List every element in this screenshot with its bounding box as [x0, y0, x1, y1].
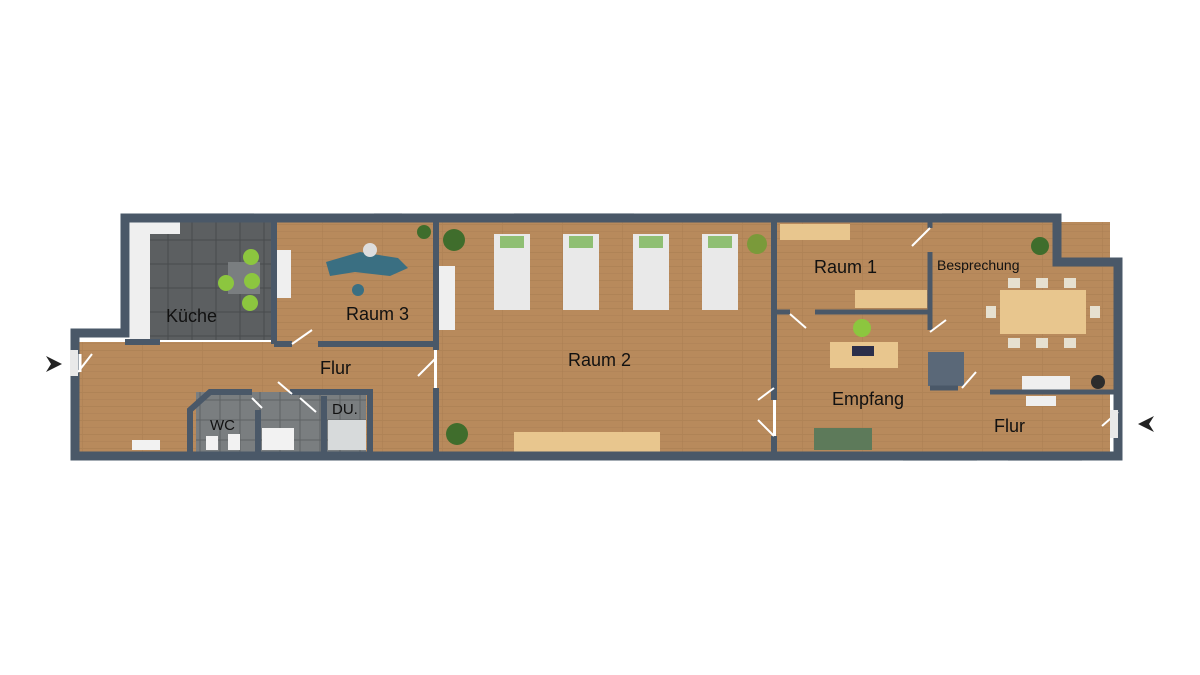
chair-icon — [1008, 278, 1020, 288]
stool-icon — [352, 284, 364, 296]
raum1-shelf-bottom — [855, 290, 927, 308]
door — [757, 387, 775, 401]
plant-icon — [446, 423, 468, 445]
door — [299, 397, 317, 413]
raum2-shelf — [439, 266, 455, 330]
chair-icon — [1036, 278, 1048, 288]
chair-icon — [1008, 338, 1020, 348]
chair-icon — [242, 295, 258, 311]
room-labels: Küche Raum 3 Raum 2 Raum 1 Besprechung F… — [166, 257, 1025, 436]
flur-bench — [1026, 396, 1056, 406]
toilet-icon — [228, 434, 240, 450]
chair-icon — [853, 319, 871, 337]
door — [929, 319, 947, 333]
kitchen-counter-left — [130, 222, 150, 340]
meeting-table — [1000, 290, 1086, 334]
door — [417, 357, 437, 377]
toilet-icon — [206, 436, 218, 450]
entrance-door-left — [70, 350, 78, 376]
doors — [70, 227, 1119, 438]
label-besprechung: Besprechung — [937, 257, 1020, 273]
chair-icon — [1064, 338, 1076, 348]
chair-icon — [244, 273, 260, 289]
label-kueche: Küche — [166, 306, 217, 326]
bed-icon — [702, 234, 738, 310]
chair-icon — [1036, 338, 1048, 348]
label-raum2: Raum 2 — [568, 350, 631, 370]
chair-icon — [1090, 306, 1100, 318]
walls — [70, 213, 1123, 461]
bench-icon — [132, 440, 160, 450]
wall-wc-du — [187, 389, 373, 456]
label-du: DU. — [332, 401, 358, 418]
door — [757, 419, 775, 437]
plant-icon — [1031, 237, 1049, 255]
dental-lamp-icon — [363, 243, 377, 257]
chair-icon — [1064, 278, 1076, 288]
door — [789, 313, 807, 329]
floor-raum3 — [277, 222, 434, 342]
plant-icon — [443, 229, 465, 251]
raum1-shelf-top — [780, 224, 850, 240]
kitchen-furniture — [130, 222, 260, 340]
outer-wall — [70, 213, 1123, 461]
door — [277, 381, 293, 395]
chair-icon — [986, 306, 996, 318]
right-block-furniture — [780, 224, 1105, 450]
label-raum3: Raum 3 — [346, 304, 409, 324]
wall-besprechung-bottom — [930, 385, 1118, 395]
door — [961, 371, 977, 389]
door — [911, 227, 931, 247]
sofa-icon — [814, 428, 872, 450]
monitor-icon — [852, 346, 874, 356]
label-flur-left: Flur — [320, 358, 351, 378]
raum3-cabinet — [277, 250, 291, 298]
entrance-arrow-icon — [1138, 416, 1154, 432]
dental-chair-icon — [326, 252, 408, 276]
shower-icon — [328, 420, 366, 450]
raum2-bench — [514, 432, 660, 452]
label-empfang: Empfang — [832, 389, 904, 409]
sink-icon — [262, 428, 294, 450]
entrance-arrow-icon — [46, 356, 62, 372]
label-wc: WC — [210, 417, 235, 434]
plant-icon — [1091, 375, 1105, 389]
bed-icon — [563, 234, 599, 310]
chair-icon — [218, 275, 234, 291]
bed-icon — [494, 234, 530, 310]
empfang-cabinet — [928, 352, 964, 386]
besprechung-sideboard — [1022, 376, 1070, 390]
raum2-furniture — [439, 229, 767, 452]
wc-du-fixtures — [132, 420, 366, 450]
entrance-door-right — [1110, 410, 1118, 438]
label-raum1: Raum 1 — [814, 257, 877, 277]
kitchen-counter-top — [150, 222, 180, 234]
raum3-furniture — [277, 225, 431, 298]
bed-icon — [633, 234, 669, 310]
plant-icon — [747, 234, 767, 254]
label-flur-right: Flur — [994, 416, 1025, 436]
plant-icon — [417, 225, 431, 239]
door — [251, 397, 263, 409]
door — [291, 329, 313, 345]
chair-icon — [243, 249, 259, 265]
